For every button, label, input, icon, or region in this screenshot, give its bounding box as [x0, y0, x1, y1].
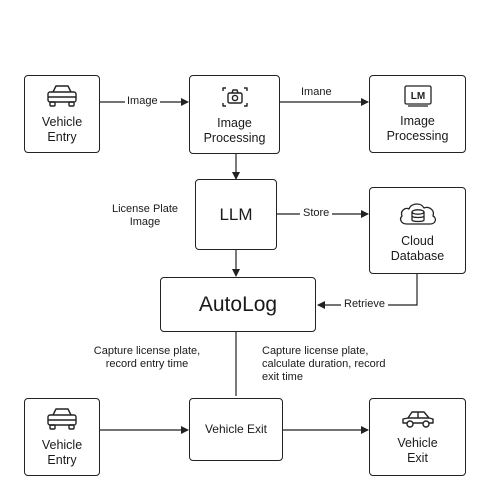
- vehicle-exit-output-node: Vehicle Exit: [369, 398, 466, 476]
- vehicle-exit-output-label: Vehicle Exit: [397, 436, 438, 465]
- car-front-icon: [47, 408, 77, 430]
- vehicle-exit-node: Vehicle Exit: [189, 398, 283, 461]
- edge-label-image: Image: [125, 95, 160, 108]
- image-processing-output-label: Image Processing: [386, 114, 449, 143]
- vehicle-entry-bottom-node: Vehicle Entry: [24, 398, 100, 476]
- lm-badge-text: LM: [410, 91, 424, 102]
- vehicle-entry-label: Vehicle Entry: [41, 115, 83, 144]
- llm-node: LLM: [195, 179, 277, 250]
- vehicle-entry-node: Vehicle Entry: [24, 75, 100, 153]
- vehicle-exit-label: Vehicle Exit: [204, 422, 268, 436]
- edge-label-license-plate-image: License Plate Image: [111, 203, 179, 228]
- image-processing-label: Image Processing: [203, 115, 266, 145]
- cloud-database-node: Cloud Database: [369, 187, 466, 274]
- lm-image-icon: LM: [403, 85, 432, 107]
- cloud-database-label: Cloud Database: [390, 233, 445, 263]
- edge-label-retrieve: Retrieve: [341, 298, 388, 311]
- edge-label-store: Store: [300, 207, 333, 220]
- exit-capture-note: Capture license plate, calculate duratio…: [262, 345, 386, 383]
- image-processing-output-node: LM Image Processing: [369, 75, 466, 153]
- vehicle-entry-bottom-label: Vehicle Entry: [41, 438, 83, 467]
- cloud-database-icon: [399, 202, 436, 225]
- edge-label-imane: Imane: [301, 86, 332, 99]
- llm-label: LLM: [219, 204, 253, 224]
- car-side-icon: [401, 411, 434, 428]
- image-processing-node: Image Processing: [189, 75, 280, 154]
- autolog-node: AutoLog: [160, 277, 316, 332]
- camera-icon: [221, 86, 248, 107]
- car-front-icon: [47, 85, 77, 107]
- entry-capture-note: Capture license plate, record entry time: [93, 345, 201, 370]
- autolog-label: AutoLog: [198, 292, 278, 316]
